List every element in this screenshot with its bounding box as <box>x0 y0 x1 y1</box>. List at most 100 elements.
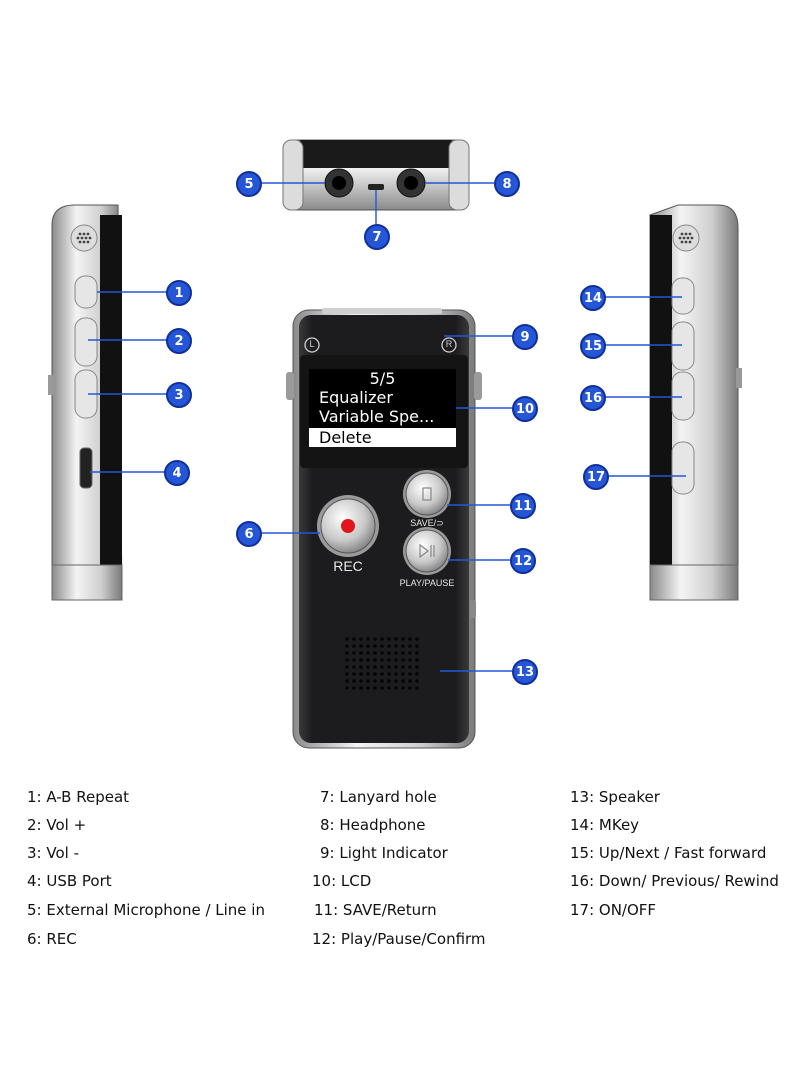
grille-hole <box>401 644 405 648</box>
callout-badge: 4 <box>164 460 190 486</box>
legend-item: 1: A-B Repeat <box>27 788 130 806</box>
grille-hole <box>373 651 377 655</box>
grille-hole <box>380 686 384 690</box>
grille-hole <box>394 672 398 676</box>
grille-hole <box>380 665 384 669</box>
light-right-label: R <box>445 339 453 349</box>
grille-hole <box>373 686 377 690</box>
grille-hole <box>387 651 391 655</box>
grille-hole <box>359 651 363 655</box>
legend-item: 4: USB Port <box>27 872 112 890</box>
grille-hole <box>366 679 370 683</box>
legend-item: 5: External Microphone / Line in <box>27 901 265 919</box>
save-label: SAVE/⊃ <box>410 518 444 528</box>
callout-badge: 2 <box>166 328 192 354</box>
grille-hole <box>408 679 412 683</box>
grille-hole <box>401 637 405 641</box>
grille-hole <box>345 665 349 669</box>
grille-hole <box>387 672 391 676</box>
grille-hole <box>408 672 412 676</box>
callout-badge: 6 <box>236 521 262 547</box>
callout-lines <box>88 182 686 672</box>
legend-item: 11: SAVE/Return <box>314 901 437 919</box>
grille-hole <box>380 651 384 655</box>
callout-badge: 3 <box>166 382 192 408</box>
grille-hole <box>394 644 398 648</box>
grille-hole <box>408 686 412 690</box>
grille-hole <box>401 658 405 662</box>
grille-hole <box>366 651 370 655</box>
callout-badge: 8 <box>494 171 520 197</box>
legend-item: 16: Down/ Previous/ Rewind <box>570 872 779 890</box>
play-pause-label: PLAY/PAUSE <box>399 578 455 588</box>
legend-item: 7: Lanyard hole <box>320 788 437 806</box>
grille-hole <box>359 644 363 648</box>
callout-badge: 9 <box>512 324 538 350</box>
speaker-grille <box>345 637 419 690</box>
callout-badge: 17 <box>583 464 609 490</box>
callout-badge: 15 <box>580 333 606 359</box>
callout-badge: 1 <box>166 280 192 306</box>
legend-item: 8: Headphone <box>320 816 426 834</box>
grille-hole <box>359 658 363 662</box>
grille-hole <box>415 686 419 690</box>
grille-hole <box>380 644 384 648</box>
callout-badge: 11 <box>510 493 536 519</box>
grille-hole <box>359 672 363 676</box>
grille-hole <box>394 679 398 683</box>
grille-hole <box>415 665 419 669</box>
grille-hole <box>387 679 391 683</box>
left-side-view <box>48 204 123 601</box>
grille-hole <box>373 637 377 641</box>
grille-hole <box>345 651 349 655</box>
grille-hole <box>352 658 356 662</box>
grille-hole <box>394 665 398 669</box>
grille-hole <box>415 658 419 662</box>
legend-item: 3: Vol - <box>27 844 79 862</box>
grille-hole <box>394 686 398 690</box>
grille-hole <box>415 644 419 648</box>
legend-item: 9: Light Indicator <box>320 844 448 862</box>
grille-hole <box>359 637 363 641</box>
grille-hole <box>387 644 391 648</box>
grille-hole <box>352 644 356 648</box>
grille-hole <box>380 637 384 641</box>
grille-hole <box>359 686 363 690</box>
device-diagram: 5/5 Equalizer Variable Spe... Delete L R… <box>48 139 742 749</box>
grille-hole <box>380 679 384 683</box>
callout-badge: 13 <box>512 659 538 685</box>
grille-hole <box>408 644 412 648</box>
grille-hole <box>373 644 377 648</box>
grille-hole <box>352 665 356 669</box>
callout-badge: 12 <box>510 548 536 574</box>
grille-hole <box>373 679 377 683</box>
grille-hole <box>408 665 412 669</box>
grille-hole <box>345 658 349 662</box>
callout-badge: 10 <box>512 396 538 422</box>
grille-hole <box>352 651 356 655</box>
grille-hole <box>366 672 370 676</box>
light-left-label: L <box>309 339 315 349</box>
grille-hole <box>373 658 377 662</box>
callout-badge: 7 <box>364 224 390 250</box>
grille-hole <box>401 651 405 655</box>
rec-label: REC <box>333 558 363 574</box>
grille-hole <box>352 686 356 690</box>
callout-badge: 14 <box>580 285 606 311</box>
grille-hole <box>345 679 349 683</box>
grille-hole <box>366 637 370 641</box>
grille-hole <box>408 658 412 662</box>
legend-item: 15: Up/Next / Fast forward <box>570 844 767 862</box>
grille-hole <box>401 686 405 690</box>
legend-item: 10: LCD <box>312 872 372 890</box>
grille-hole <box>401 672 405 676</box>
grille-hole <box>387 665 391 669</box>
grille-hole <box>366 658 370 662</box>
rec-dot <box>341 519 355 533</box>
grille-hole <box>394 658 398 662</box>
grille-hole <box>345 672 349 676</box>
legend-item: 17: ON/OFF <box>570 901 657 919</box>
grille-hole <box>401 679 405 683</box>
lcd-line-track: 5/5 <box>369 369 396 388</box>
grille-hole <box>359 665 363 669</box>
